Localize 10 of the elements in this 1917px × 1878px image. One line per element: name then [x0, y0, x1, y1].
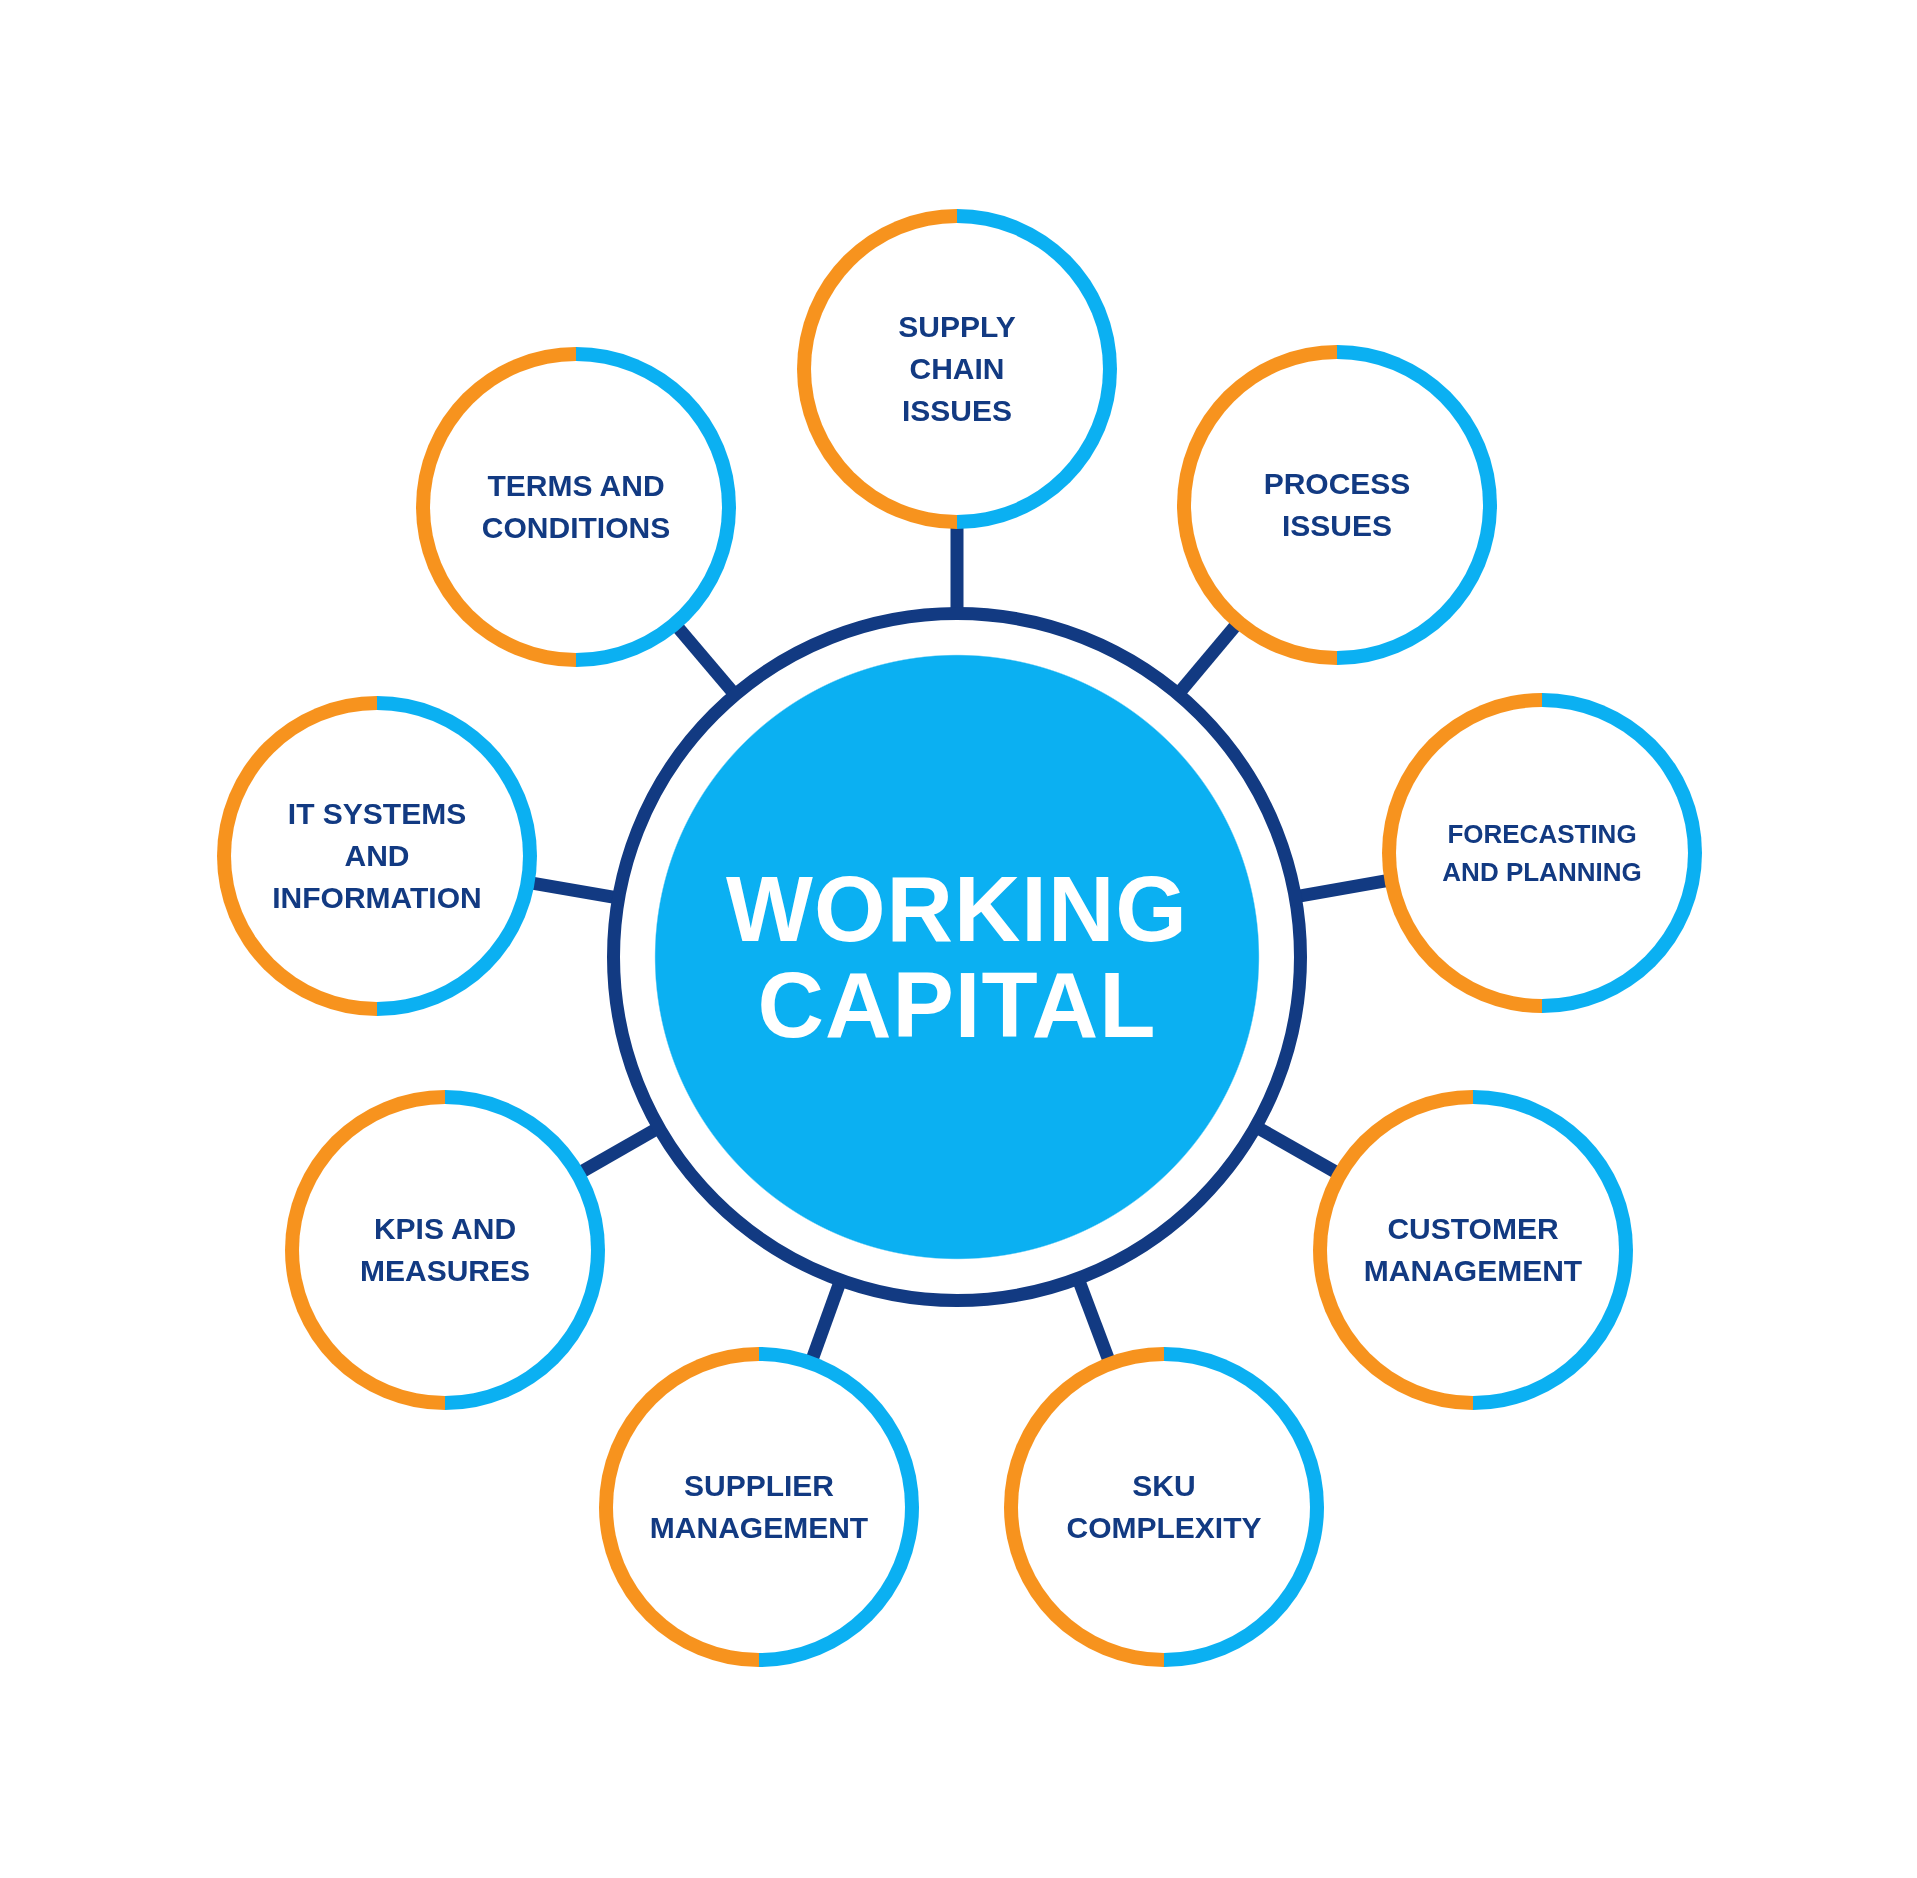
- topic-label: SUPPLY CHAIN ISSUES: [897, 309, 1017, 429]
- topic-label: PROCESS ISSUES: [1262, 466, 1412, 544]
- topic-label: KPIS AND MEASURES: [359, 1211, 531, 1289]
- hub-title: WORKING CAPITAL: [725, 861, 1189, 1053]
- topic-label: SKU COMPLEXITY: [1065, 1468, 1263, 1546]
- topic-label: SUPPLIER MANAGEMENT: [648, 1468, 870, 1546]
- topic-label: IT SYSTEMS AND INFORMATION: [271, 796, 483, 916]
- topic-label: TERMS AND CONDITIONS: [480, 468, 672, 546]
- topic-label: FORECASTING AND PLANNING: [1441, 818, 1643, 889]
- topic-label: CUSTOMER MANAGEMENT: [1362, 1211, 1584, 1289]
